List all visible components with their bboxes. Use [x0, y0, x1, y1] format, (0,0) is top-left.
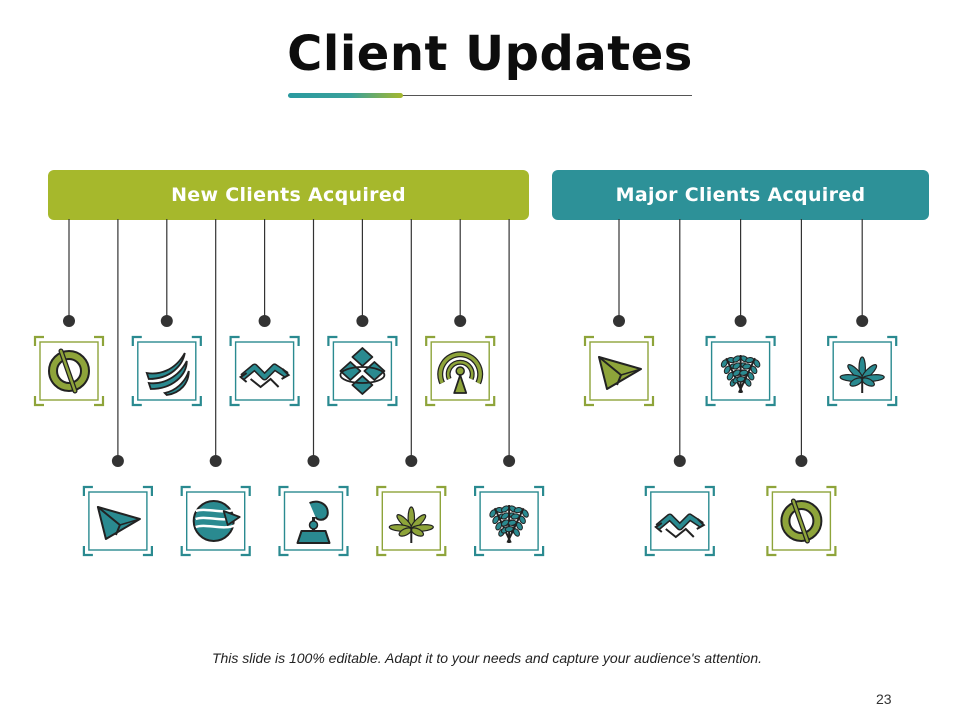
connector-dot	[307, 455, 320, 467]
new-clients-header: New Clients Acquired	[48, 170, 529, 220]
connector-dot	[405, 455, 418, 467]
zigzag-arrows-icon	[238, 363, 291, 389]
connector-dot	[503, 455, 516, 467]
icon-frame	[644, 485, 715, 557]
title-underline-accent	[288, 93, 403, 98]
connector-dot	[734, 315, 747, 327]
connector-dot	[111, 455, 124, 467]
swoosh-stripes-icon	[145, 352, 190, 396]
new-clients-label: New Clients Acquired	[171, 184, 406, 206]
connector-dot	[795, 455, 808, 467]
paper-plane-icon	[96, 506, 141, 540]
wheat-icon	[489, 505, 529, 544]
connector-dot	[856, 315, 869, 327]
zigzag-arrows-icon	[654, 513, 706, 539]
wheat-icon	[720, 355, 761, 394]
connector-dot	[673, 455, 686, 467]
striped-globe-arrow-icon	[192, 500, 241, 542]
page-number: 23	[876, 691, 892, 707]
gramophone-trophy-icon	[296, 500, 331, 544]
no-entry-circle-icon	[48, 348, 90, 394]
connector-dot	[63, 315, 75, 327]
connector-dot	[454, 315, 467, 327]
title-underline	[288, 95, 692, 96]
footer-note: This slide is 100% editable. Adapt it to…	[211, 650, 763, 666]
paper-plane-icon	[598, 356, 642, 390]
no-entry-circle-icon	[780, 498, 823, 544]
icon-frame	[131, 335, 202, 407]
connector-dot	[258, 315, 271, 327]
cannabis-leaf-icon	[839, 356, 885, 393]
major-clients-header: Major Clients Acquired	[552, 170, 929, 220]
page-title: Client Updates	[287, 26, 693, 82]
connector-dot	[613, 315, 625, 327]
diamond-cluster-icon	[339, 347, 386, 395]
icon-frame	[229, 335, 300, 407]
major-clients-label: Major Clients Acquired	[615, 184, 866, 206]
connector-dot	[209, 455, 222, 467]
connector-dot	[356, 315, 369, 327]
cannabis-leaf-icon	[388, 506, 434, 543]
radar-signal-icon	[437, 351, 484, 394]
connector-dot	[160, 315, 173, 327]
